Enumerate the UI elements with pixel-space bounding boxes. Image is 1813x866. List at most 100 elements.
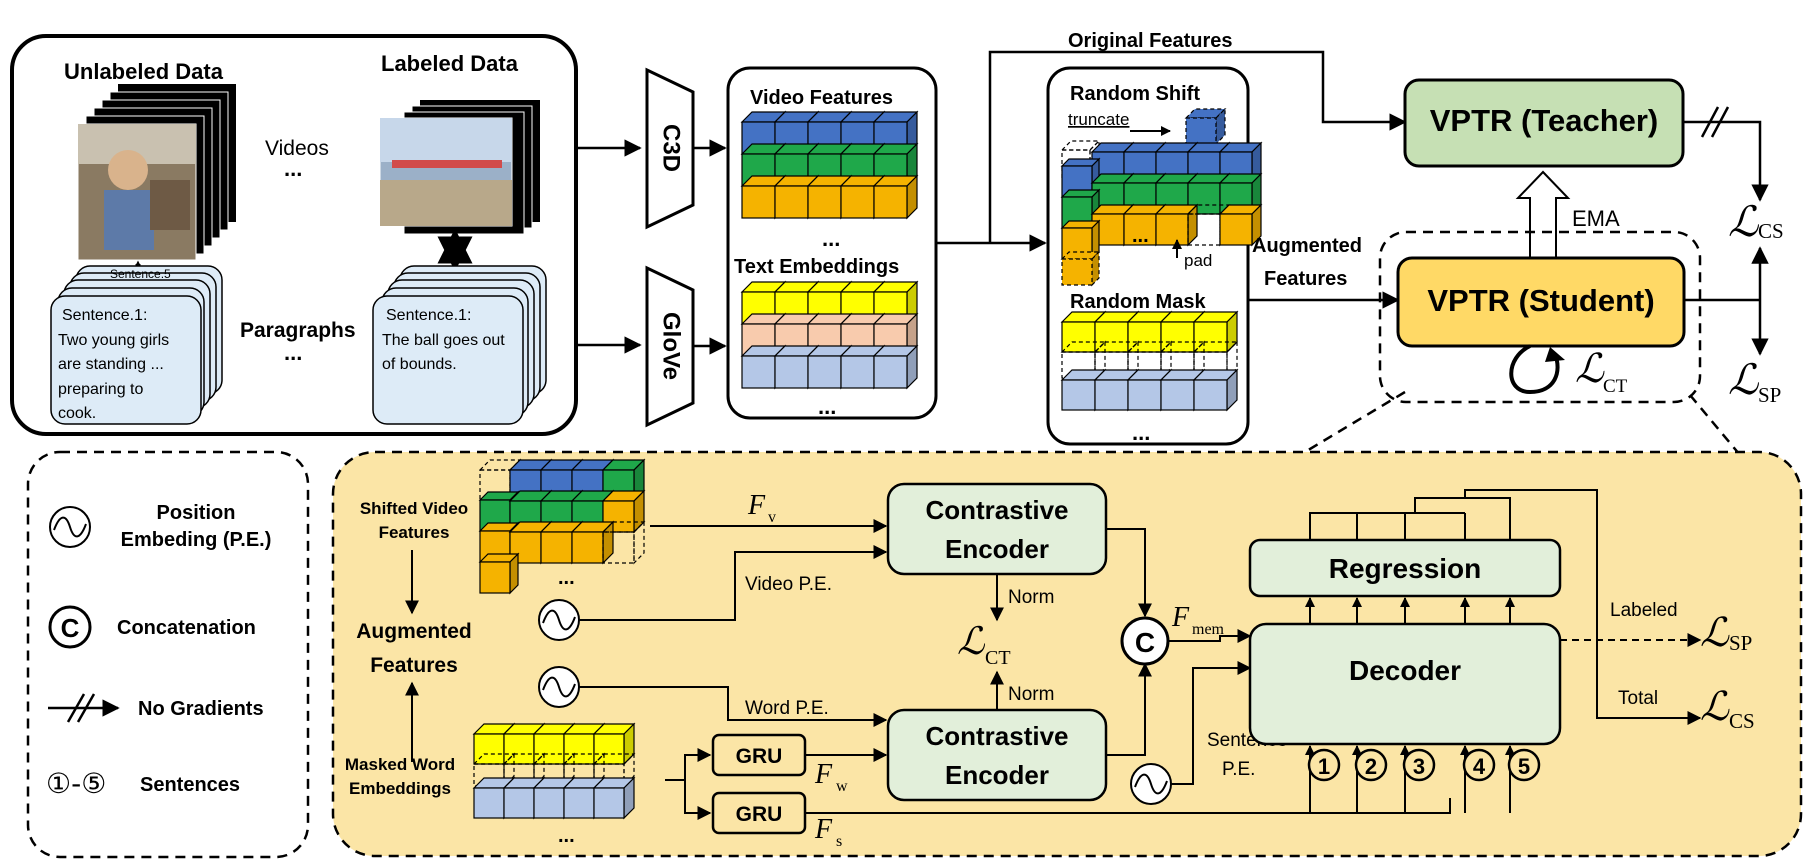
grid-cell bbox=[1192, 340, 1239, 380]
detail-shift-ellipsis: ... bbox=[558, 567, 575, 589]
fs-line bbox=[805, 798, 1451, 814]
random-mask-ellipsis: ... bbox=[1132, 420, 1150, 445]
fmem-arrow bbox=[1168, 629, 1252, 643]
fmem-letter: F bbox=[1171, 602, 1190, 633]
random-shift-grid bbox=[1060, 107, 1263, 287]
augmented-label-line1: Augmented bbox=[1252, 235, 1362, 257]
text-embeddings-title: Text Embeddings bbox=[734, 256, 899, 278]
feature-flow-lines: Original Features bbox=[936, 30, 1407, 252]
grid-cell bbox=[1060, 250, 1101, 287]
labeled-paragraph-cards: Sentence.1: The ball goes out of bounds. bbox=[372, 265, 547, 425]
glove-label: GloVe bbox=[658, 312, 685, 380]
labeled-card-line-1: Sentence.1: bbox=[386, 307, 471, 324]
labeled-data-title: Labeled Data bbox=[381, 51, 519, 76]
no-gradient-legend-icon bbox=[48, 693, 120, 723]
fw-sub: w bbox=[836, 778, 848, 795]
teacher-model: VPTR (Teacher) bbox=[1403, 78, 1685, 168]
truncate-label: truncate bbox=[1068, 110, 1129, 129]
ema-arrow: EMA bbox=[1515, 170, 1620, 259]
student-model: VPTR (Student) bbox=[1396, 256, 1686, 348]
grid-cell bbox=[1218, 203, 1263, 247]
video-feature-grid bbox=[740, 110, 919, 220]
shifted-video-line2: Features bbox=[379, 523, 450, 542]
loss-cs-top-sub: CS bbox=[1758, 219, 1784, 243]
legend-nograd-label: No Gradients bbox=[138, 698, 264, 720]
grid-cell bbox=[1184, 107, 1227, 146]
norm-bottom-label: Norm bbox=[1008, 684, 1054, 705]
fs-letter: F bbox=[814, 814, 833, 845]
fs-label: F s bbox=[814, 814, 842, 850]
regression-outputs bbox=[1309, 489, 1702, 725]
ct-self-loop bbox=[1509, 344, 1565, 395]
grid-cell bbox=[592, 776, 636, 820]
loss-cs-top-symbol: ℒ bbox=[1728, 200, 1759, 246]
gru-word: GRU bbox=[711, 733, 807, 777]
loss-ct-detail-sub: CT bbox=[985, 647, 1011, 669]
legend-pe-line2: Embeding (P.E.) bbox=[121, 529, 272, 551]
pe-legend-icon bbox=[49, 506, 91, 548]
grid-cell bbox=[839, 344, 886, 390]
grid-cell bbox=[872, 174, 919, 220]
paragraphs-label: Paragraphs bbox=[240, 319, 356, 342]
loss-cs-detail-sub: CS bbox=[1729, 709, 1755, 733]
loss-sp-detail-sub: SP bbox=[1729, 631, 1752, 655]
loss-ct-sub: CT bbox=[1603, 376, 1628, 397]
sentence-circle-label: 3 bbox=[1413, 754, 1425, 779]
random-shift-ellipsis: ... bbox=[1132, 225, 1149, 247]
fv-sub: v bbox=[768, 509, 776, 526]
loss-ct-detail: ℒ CT bbox=[957, 621, 1011, 669]
unlabeled-video-frames bbox=[77, 84, 236, 261]
loss-sp-detail-symbol: ℒ bbox=[1700, 610, 1730, 655]
word-pe-label: Word P.E. bbox=[745, 698, 829, 719]
loss-cs-top: ℒ CS bbox=[1728, 200, 1784, 246]
concat-node-symbol: C bbox=[1135, 627, 1155, 658]
regression-label: Regression bbox=[1329, 553, 1482, 584]
augmented-label-line2: Features bbox=[1264, 268, 1347, 290]
original-features-label: Original Features bbox=[1068, 30, 1233, 52]
fs-sub: s bbox=[836, 833, 842, 850]
sentence-circle bbox=[1507, 748, 1541, 782]
word-pe-arrow bbox=[579, 686, 888, 727]
teacher-label: VPTR (Teacher) bbox=[1430, 103, 1659, 138]
masked-word-embeddings-grid bbox=[472, 722, 636, 820]
gru-sentence-label: GRU bbox=[736, 803, 783, 826]
video-encoder-line2: Encoder bbox=[945, 534, 1049, 564]
fw-letter: F bbox=[814, 759, 833, 790]
sentence-circle-label: 2 bbox=[1365, 754, 1377, 779]
grid-cell bbox=[1154, 203, 1199, 247]
glove-extractor: GloVe bbox=[645, 265, 695, 428]
loss-sp-top-symbol: ℒ bbox=[1728, 358, 1759, 404]
sentence-circle-label: 5 bbox=[1518, 754, 1530, 779]
labeled-label: Labeled bbox=[1610, 600, 1678, 621]
student-label: VPTR (Student) bbox=[1427, 283, 1654, 318]
shifted-video-line1: Shifted Video bbox=[360, 499, 468, 518]
loss-sp-top-sub: SP bbox=[1758, 383, 1781, 407]
fmem-sub: mem bbox=[1192, 621, 1225, 638]
grid-cell bbox=[570, 520, 615, 565]
loss-sp-top: ℒ SP bbox=[1728, 358, 1781, 407]
text-encoder-line2: Encoder bbox=[945, 760, 1049, 790]
detail-mask-ellipsis: ... bbox=[558, 825, 575, 847]
legend-panel: Position Embeding (P.E.) C Concatenation… bbox=[26, 450, 310, 859]
fv-letter: F bbox=[747, 490, 766, 521]
video-features-ellipsis: ... bbox=[822, 226, 840, 251]
detail-augmented-line1: Augmented bbox=[356, 620, 472, 643]
sentence-circle bbox=[1307, 748, 1341, 782]
unlabeled-card-line-2: Two young girls bbox=[58, 332, 169, 349]
random-mask-title: Random Mask bbox=[1070, 291, 1206, 313]
data-panel: Unlabeled Data Labeled Data Videos ... bbox=[10, 34, 578, 436]
random-shift-title: Random Shift bbox=[1070, 83, 1200, 105]
zoom-connector-right bbox=[1689, 394, 1741, 456]
decoder-label: Decoder bbox=[1349, 655, 1461, 686]
sentence-pe-icon bbox=[1130, 763, 1172, 805]
random-mask-grid bbox=[1060, 310, 1239, 412]
regression-block: Regression bbox=[1248, 538, 1562, 598]
paragraphs-ellipsis: ... bbox=[284, 340, 302, 365]
unlabeled-card-line-5: cook. bbox=[58, 405, 96, 422]
legend-pe-line1: Position bbox=[157, 502, 236, 524]
shifted-video-features-grid bbox=[478, 458, 646, 595]
video-encoder-line1: Contrastive bbox=[925, 495, 1068, 525]
sentence-circle bbox=[1462, 748, 1496, 782]
